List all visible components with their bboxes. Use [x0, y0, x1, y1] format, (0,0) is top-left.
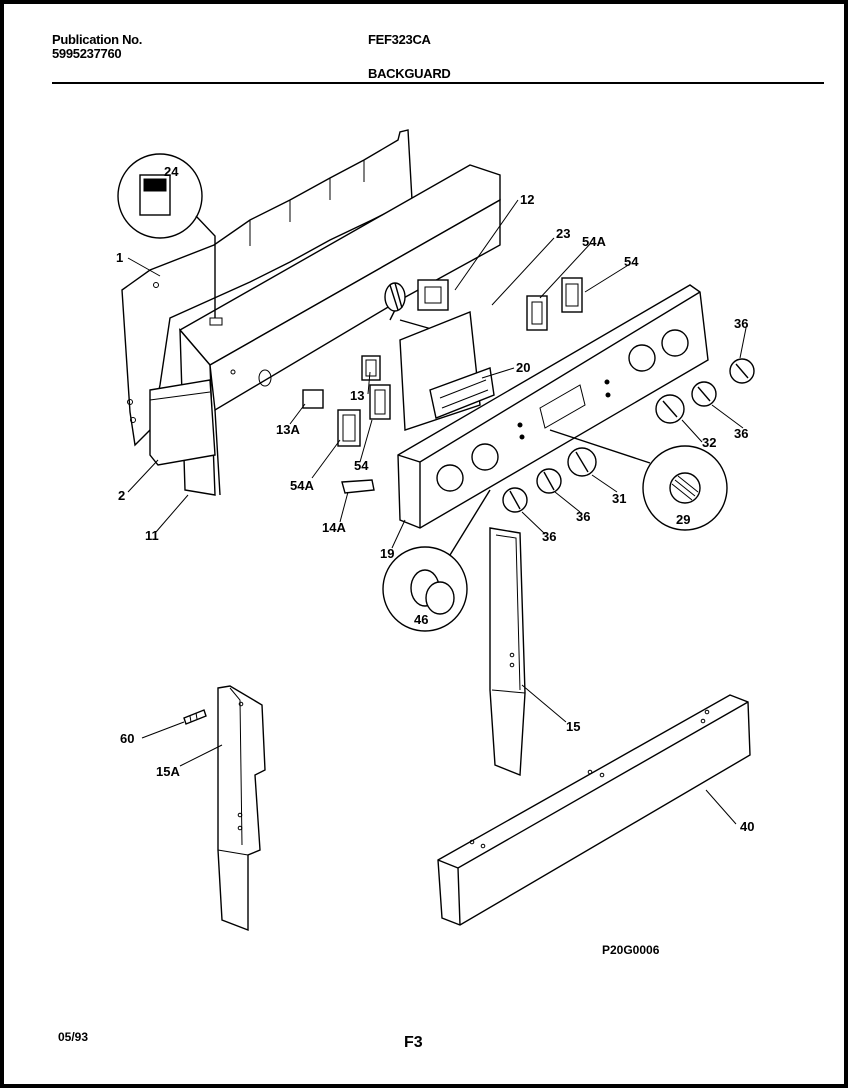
callout-29: 29	[676, 512, 690, 527]
callout-15: 15	[566, 719, 580, 734]
header-rule	[52, 82, 824, 84]
publication-number: 5995237760	[52, 46, 122, 61]
callout-36-left: 36	[542, 529, 556, 544]
callout-1: 1	[116, 250, 123, 265]
callout-31: 31	[612, 491, 626, 506]
knob-31	[567, 447, 597, 477]
detail-29-knob	[549, 429, 728, 531]
callout-24: 24	[164, 164, 179, 179]
publication-label: Publication No.	[52, 32, 143, 47]
callout-54-lower: 54	[354, 458, 369, 473]
callout-54-upper: 54	[624, 254, 639, 269]
part-19-control-panel	[397, 284, 709, 529]
part-54-switch-upper	[561, 277, 583, 313]
callout-32: 32	[702, 435, 716, 450]
callout-13a: 13A	[276, 422, 300, 437]
part-40-trim	[437, 694, 751, 926]
model-number: FEF323CA	[368, 32, 431, 47]
section-title: BACKGUARD	[368, 66, 451, 81]
knob-36-left	[502, 487, 528, 513]
part-11-backguard-housing	[149, 164, 501, 496]
part-15a-bracket	[217, 685, 266, 932]
callout-11: 11	[145, 528, 159, 543]
leader-lines	[127, 199, 747, 825]
callout-54a-lower: 54A	[290, 478, 314, 493]
callout-14a: 14A	[322, 520, 346, 535]
part-20-display-board	[399, 311, 495, 431]
callout-13: 13	[350, 388, 364, 403]
callout-2: 2	[118, 488, 125, 503]
diagram-code: P20G0006	[602, 943, 660, 957]
part-54a-switch-lower	[337, 409, 361, 447]
footer-date: 05/93	[58, 1030, 89, 1044]
callout-23: 23	[556, 226, 570, 241]
knob-36-center	[536, 468, 562, 494]
knob-32	[655, 394, 685, 424]
detail-24-switch	[117, 153, 216, 318]
callout-36-top: 36	[734, 316, 748, 331]
callout-60: 60	[120, 731, 134, 746]
part-54a-switch-upper	[526, 295, 548, 331]
part-54-switch-lower	[369, 384, 391, 420]
detail-46-knob	[382, 489, 491, 632]
callout-20: 20	[516, 360, 530, 375]
callout-12: 12	[520, 192, 534, 207]
part-60-screw	[183, 709, 207, 725]
callout-36-center: 36	[576, 509, 590, 524]
callout-46: 46	[414, 612, 428, 627]
callout-36-right: 36	[734, 426, 748, 441]
callout-54a-upper: 54A	[582, 234, 606, 249]
part-15-bracket	[489, 527, 526, 777]
callout-40: 40	[740, 819, 754, 834]
part-14a-connector	[341, 479, 375, 494]
knob-36-right-mid	[691, 381, 717, 407]
knob-36-right-top	[729, 358, 755, 384]
page-number: F3	[404, 1034, 423, 1051]
callout-19: 19	[380, 546, 394, 561]
part-13a-switch	[302, 389, 324, 409]
callout-15a: 15A	[156, 764, 180, 779]
part-13-switch	[361, 355, 381, 381]
